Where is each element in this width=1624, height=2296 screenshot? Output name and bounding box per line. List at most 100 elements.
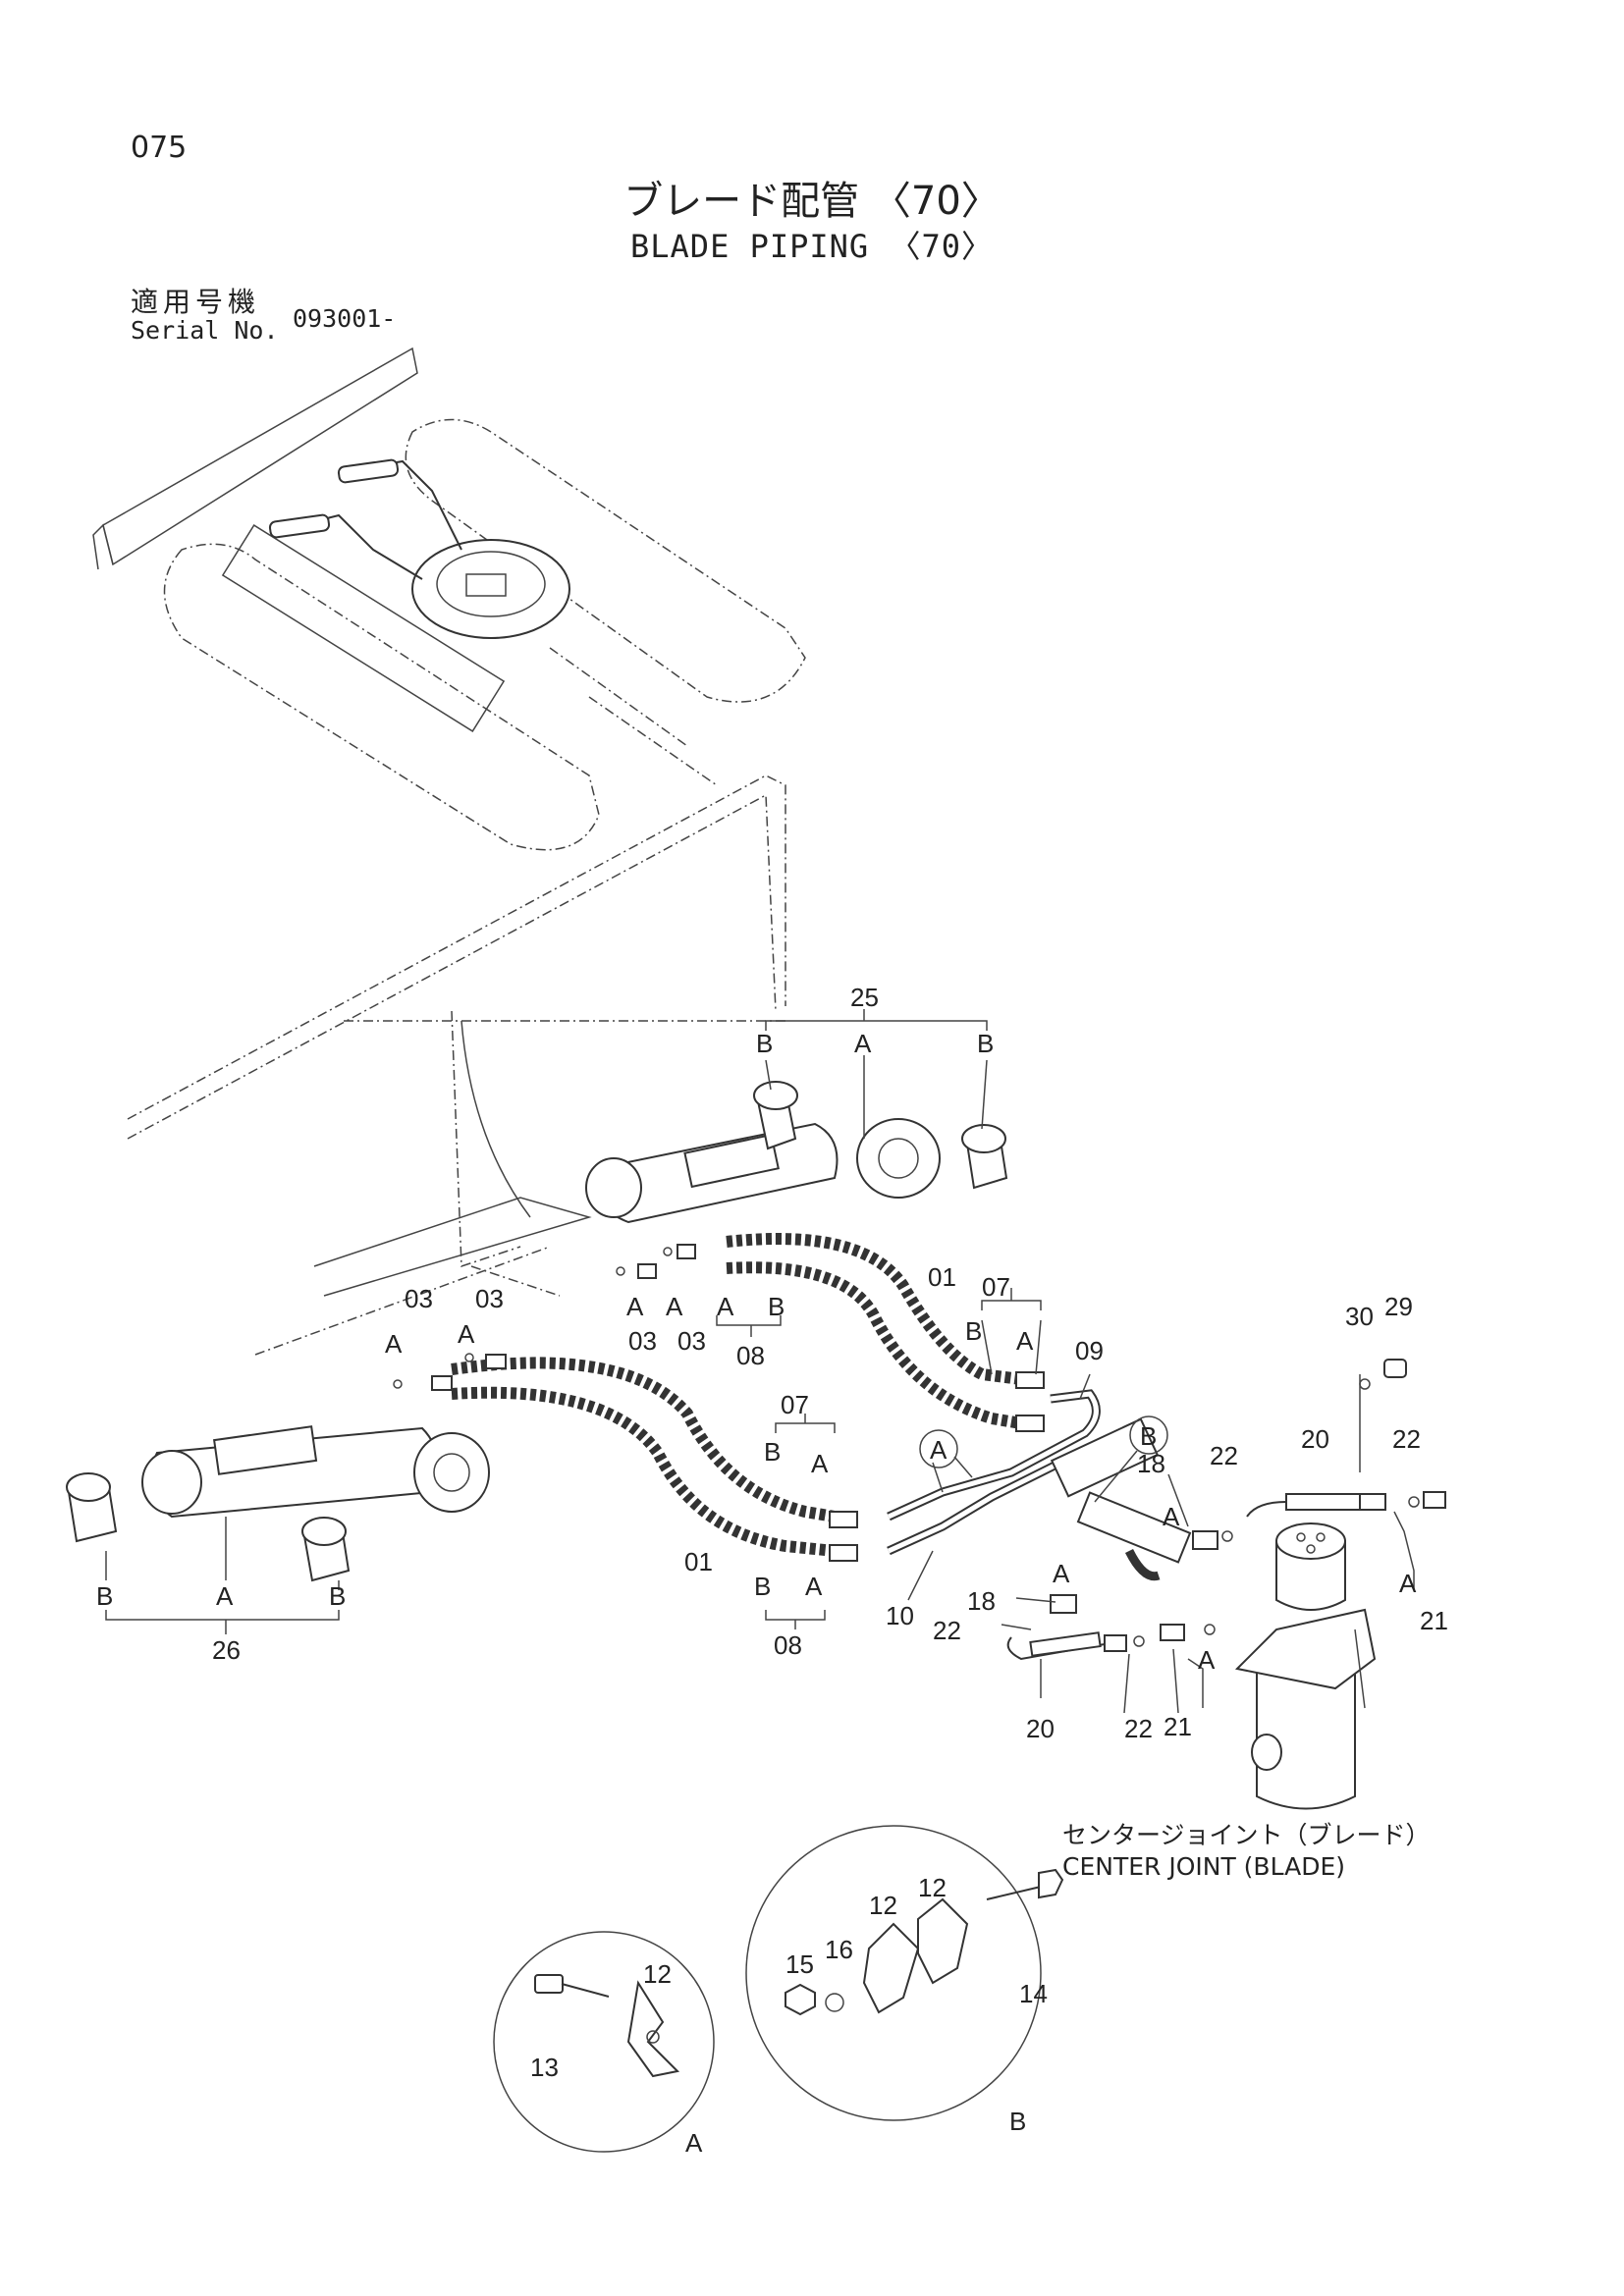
plug-29 xyxy=(1383,1359,1407,1378)
svg-text:A: A xyxy=(811,1449,829,1478)
svg-text:A: A xyxy=(854,1029,872,1058)
washer-16 xyxy=(825,1993,844,2012)
center-joint-lower xyxy=(1256,1668,1356,1810)
hose-upper-1 xyxy=(726,1233,1022,1385)
hose-20-lower xyxy=(1029,1631,1102,1657)
callout-03-a: 03 xyxy=(405,1284,433,1313)
svg-text:B: B xyxy=(756,1029,773,1058)
detail-marker-a xyxy=(919,1429,958,1468)
callout-07-upper: 07 xyxy=(982,1272,1010,1302)
callout-12-b2: 12 xyxy=(918,1873,947,1902)
callout-09: 09 xyxy=(1075,1336,1104,1365)
callout-13: 13 xyxy=(530,2053,559,2082)
hose-20-upper xyxy=(1285,1493,1361,1511)
callout-01-lower: 01 xyxy=(684,1547,713,1576)
svg-text:B: B xyxy=(1009,2107,1026,2136)
callout-01-upper: 01 xyxy=(928,1262,956,1292)
callout-22-lower-left: 22 xyxy=(933,1616,961,1645)
svg-text:A: A xyxy=(1016,1326,1034,1356)
upper-blade-cylinder xyxy=(585,1009,1008,1224)
hose-lower-2 xyxy=(451,1386,836,1557)
detail-marker-a-label: A xyxy=(930,1435,947,1465)
svg-text:B: B xyxy=(764,1437,781,1467)
detail-marker-b xyxy=(1129,1415,1168,1455)
callout-labels: 25 B A B 26 B A B 03 A 03 A A A 03 03 A … xyxy=(96,983,1448,2158)
svg-text:B: B xyxy=(96,1581,113,1611)
title-english: BLADE PIPING 〈70〉 xyxy=(630,228,994,265)
callout-12-a: 12 xyxy=(643,1959,672,1989)
overview-blade xyxy=(102,347,418,566)
callout-21-lower: 21 xyxy=(1164,1712,1192,1741)
lower-blade-cylinder xyxy=(66,1425,490,1634)
overview-left-track xyxy=(163,543,600,851)
callout-18-upper: 18 xyxy=(1137,1449,1165,1478)
callout-03-c: 03 xyxy=(628,1326,657,1356)
svg-text:B: B xyxy=(329,1581,346,1611)
callout-08-upper: 08 xyxy=(736,1341,765,1370)
svg-text:A: A xyxy=(216,1581,234,1611)
callout-08-lower: 08 xyxy=(774,1630,802,1660)
detail-a-circle xyxy=(493,1931,715,2153)
svg-text:A: A xyxy=(1399,1569,1417,1598)
fittings xyxy=(393,1244,1045,1562)
svg-text:A: A xyxy=(385,1329,403,1359)
clamp-a xyxy=(626,1980,680,2078)
page-number: 075 xyxy=(131,131,188,165)
nut-15 xyxy=(785,1983,816,2016)
callout-30: 30 xyxy=(1345,1302,1374,1331)
leader-lines xyxy=(716,1288,1415,1714)
svg-text:A: A xyxy=(458,1319,475,1349)
svg-text:A: A xyxy=(717,1292,734,1321)
upper-cylinder-eye xyxy=(856,1118,941,1199)
center-joint-upper xyxy=(1275,1540,1346,1611)
detail-b xyxy=(745,1825,1064,2121)
center-joint-hoses xyxy=(1006,1359,1446,1661)
svg-text:A: A xyxy=(1053,1559,1070,1588)
center-joint xyxy=(1234,1522,1377,1810)
svg-text:A: A xyxy=(626,1292,644,1321)
callout-20-lower: 20 xyxy=(1026,1714,1055,1743)
svg-text:B: B xyxy=(754,1572,771,1601)
svg-text:A: A xyxy=(1163,1502,1180,1531)
clamp-b-right xyxy=(917,1897,969,1985)
callout-14: 14 xyxy=(1019,1979,1048,2008)
overview-right-track xyxy=(405,418,806,703)
callout-15: 15 xyxy=(785,1949,814,1979)
callout-20-upper: 20 xyxy=(1301,1424,1329,1454)
center-joint-label-en: CENTER JOINT (BLADE) xyxy=(1062,1852,1345,1881)
clamp-b-left xyxy=(862,1922,920,2014)
serial-number-value: 093001- xyxy=(293,304,397,333)
detail-marker-b-label: B xyxy=(1140,1421,1157,1451)
callout-22-upper: 22 xyxy=(1210,1441,1238,1470)
hose-lower-1 xyxy=(451,1357,836,1522)
machine-overview xyxy=(92,347,806,851)
callout-21-right: 21 xyxy=(1420,1606,1448,1635)
callout-29: 29 xyxy=(1384,1292,1413,1321)
callout-22-right: 22 xyxy=(1392,1424,1421,1454)
detail-a xyxy=(493,1931,715,2153)
blade-outline xyxy=(127,774,786,1356)
svg-text:A: A xyxy=(1198,1645,1216,1675)
callout-10: 10 xyxy=(886,1601,914,1630)
callout-22-lower: 22 xyxy=(1124,1714,1153,1743)
center-joint-label-jp: センタージョイント（ブレード） xyxy=(1062,1821,1431,1849)
hoses xyxy=(451,1233,1022,1557)
svg-text:B: B xyxy=(977,1029,994,1058)
callout-18-lower: 18 xyxy=(967,1586,996,1616)
callout-07-lower: 07 xyxy=(781,1390,809,1419)
serial-label-japanese: 適用号機 xyxy=(131,286,261,318)
lower-cylinder-eye xyxy=(413,1432,490,1513)
callout-26: 26 xyxy=(212,1635,241,1665)
callout-16: 16 xyxy=(825,1935,853,1964)
svg-text:B: B xyxy=(768,1292,785,1321)
overview-turntable xyxy=(411,539,570,639)
svg-text:A: A xyxy=(685,2128,703,2158)
callout-25: 25 xyxy=(850,983,879,1012)
bolt-14-head xyxy=(1038,1868,1064,1899)
title-japanese: ブレード配管 〈70〉 xyxy=(623,179,1001,224)
svg-text:A: A xyxy=(805,1572,823,1601)
svg-text:A: A xyxy=(666,1292,683,1321)
detail-b-circle xyxy=(745,1825,1042,2121)
